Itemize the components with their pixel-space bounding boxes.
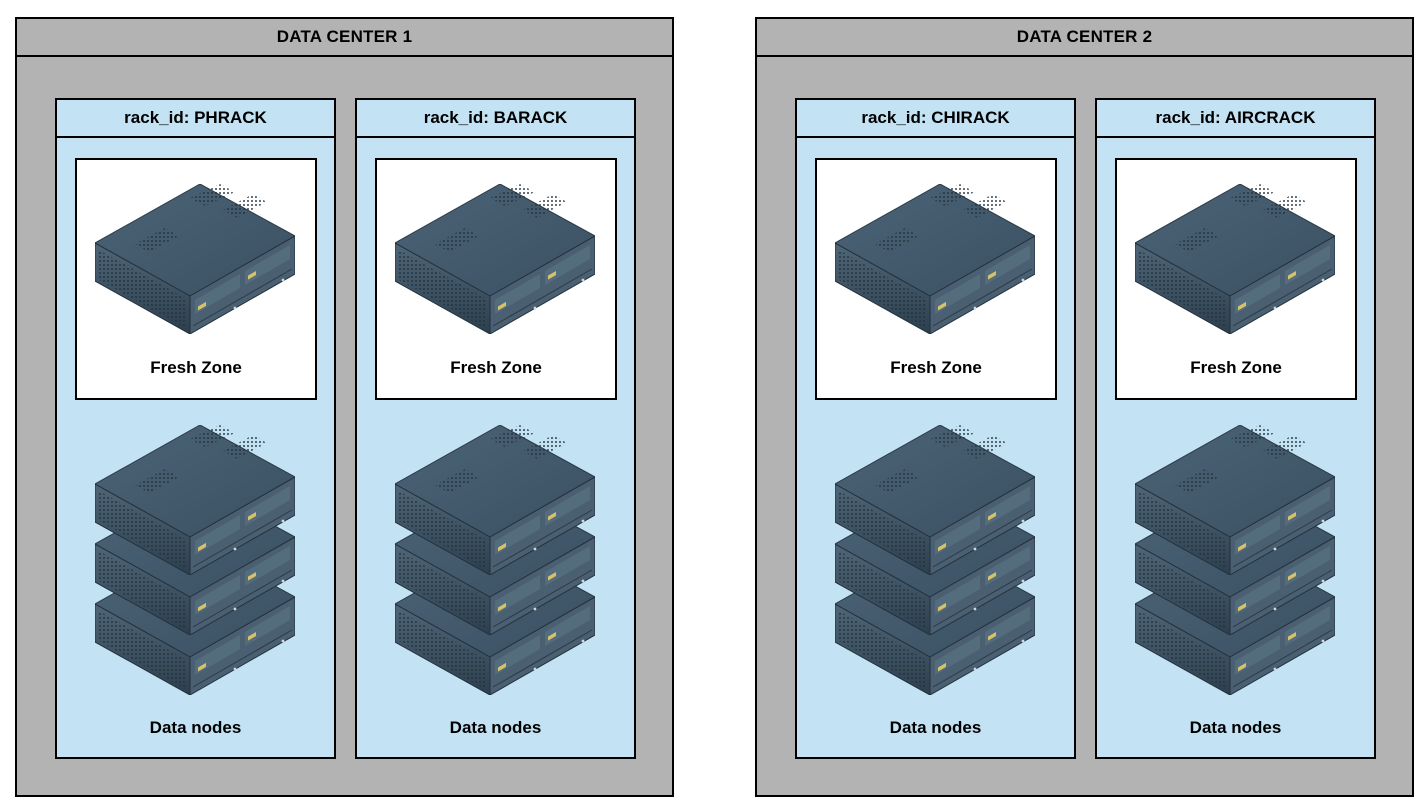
fresh-zone-label: Fresh Zone	[450, 358, 542, 377]
server-icon	[395, 184, 595, 334]
server-icon	[95, 184, 295, 334]
fresh-zone: Fresh Zone	[1115, 158, 1357, 400]
data-nodes-label: Data nodes	[1189, 718, 1282, 737]
server-stack-icon	[835, 425, 1035, 695]
data-nodes-label: Data nodes	[149, 718, 242, 737]
fresh-zone: Fresh Zone	[375, 158, 617, 400]
server-stack-icon	[1135, 425, 1335, 695]
rack-chirack: rack_id: CHIRACK Fresh Zone Data nodes	[795, 98, 1076, 759]
rack-title: rack_id: AIRCRACK	[1097, 100, 1374, 138]
fresh-zone-label: Fresh Zone	[1190, 358, 1282, 377]
server-icon	[1135, 184, 1335, 334]
fresh-zone-label: Fresh Zone	[890, 358, 982, 377]
data-nodes-label: Data nodes	[449, 718, 542, 737]
rack-aircrack: rack_id: AIRCRACK Fresh Zone Data nodes	[1095, 98, 1376, 759]
rack-title: rack_id: PHRACK	[57, 100, 334, 138]
rack-title: rack_id: CHIRACK	[797, 100, 1074, 138]
fresh-zone: Fresh Zone	[815, 158, 1057, 400]
server-stack-icon	[395, 425, 595, 695]
rack-title: rack_id: BARACK	[357, 100, 634, 138]
data-center-title: DATA CENTER 2	[757, 19, 1412, 57]
rack-barack: rack_id: BARACK Fresh Zone Data nodes	[355, 98, 636, 759]
server-icon	[835, 184, 1035, 334]
data-nodes-label: Data nodes	[889, 718, 982, 737]
fresh-zone: Fresh Zone	[75, 158, 317, 400]
data-center-1: DATA CENTER 1 rack_id: PHRACK Fresh Zone…	[15, 17, 674, 797]
data-center-2: DATA CENTER 2 rack_id: CHIRACK Fresh Zon…	[755, 17, 1414, 797]
fresh-zone-label: Fresh Zone	[150, 358, 242, 377]
data-center-title: DATA CENTER 1	[17, 19, 672, 57]
server-stack-icon	[95, 425, 295, 695]
rack-phrack: rack_id: PHRACK Fresh Zone Data nodes	[55, 98, 336, 759]
